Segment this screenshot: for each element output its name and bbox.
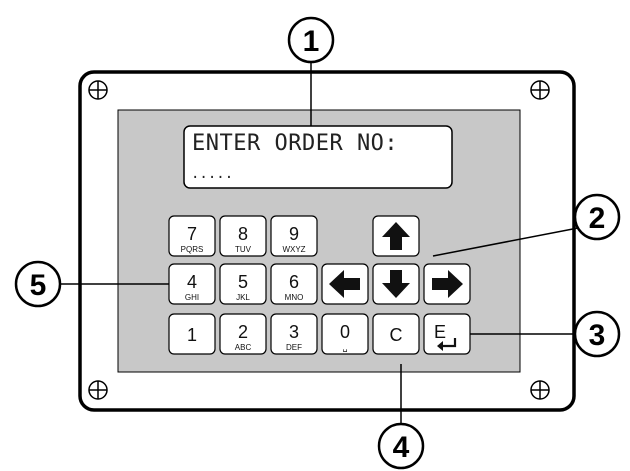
callout-2-leader xyxy=(432,227,579,257)
display-line-2: ..... xyxy=(191,166,233,182)
screw-icon xyxy=(88,80,108,100)
key-3[interactable]: 3 DEF xyxy=(270,313,318,355)
callout-5-number: 5 xyxy=(30,269,47,302)
key-9-label: 9 xyxy=(289,224,299,244)
space-icon: ␣ xyxy=(342,343,347,352)
key-0[interactable]: 0 ␣ xyxy=(321,313,369,355)
key-4-label: 4 xyxy=(187,272,197,292)
key-1-label: 1 xyxy=(187,325,197,345)
key-2[interactable]: 2 ABC xyxy=(219,313,267,355)
key-7-label: 7 xyxy=(187,224,197,244)
key-0-label: 0 xyxy=(340,322,350,342)
arrow-right-key[interactable] xyxy=(423,263,471,305)
key-5[interactable]: 5 JKL xyxy=(219,263,267,305)
enter-key-label: E xyxy=(434,322,446,342)
key-3-label: 3 xyxy=(289,322,299,342)
enter-return-arrowhead xyxy=(437,341,443,351)
clear-key-label: C xyxy=(390,325,403,345)
key-4-letters: GHI xyxy=(185,293,199,302)
key-6-letters: MNO xyxy=(285,293,304,302)
enter-return-icon xyxy=(441,338,457,348)
arrow-left-icon xyxy=(329,270,360,298)
callout-3-number: 3 xyxy=(589,319,606,352)
key-1[interactable]: 1 xyxy=(168,313,216,355)
arrow-left-key[interactable] xyxy=(321,263,369,305)
callout-1: 1 xyxy=(287,16,335,64)
enter-key[interactable]: E xyxy=(423,313,471,355)
arrow-down-icon xyxy=(382,270,410,298)
key-5-label: 5 xyxy=(238,272,248,292)
key-9-letters: WXYZ xyxy=(282,245,305,254)
key-4[interactable]: 4 GHI xyxy=(168,263,216,305)
key-2-label: 2 xyxy=(238,322,248,342)
key-8[interactable]: 8 TUV xyxy=(219,215,267,257)
display-line-1: ENTER ORDER NO: xyxy=(192,131,398,156)
clear-key[interactable]: C xyxy=(372,313,420,355)
key-8-letters: TUV xyxy=(235,245,252,254)
screw-icon xyxy=(88,380,108,400)
key-7[interactable]: 7 PQRS xyxy=(168,215,216,257)
arrow-up-key[interactable] xyxy=(372,215,420,257)
callout-4-number: 4 xyxy=(393,431,410,464)
key-2-letters: ABC xyxy=(235,343,252,352)
arrow-up-icon xyxy=(382,222,410,250)
key-8-label: 8 xyxy=(238,224,248,244)
key-6[interactable]: 6 MNO xyxy=(270,263,318,305)
arrow-right-icon xyxy=(432,270,463,298)
screw-icon xyxy=(530,80,550,100)
callout-2: 2 xyxy=(573,193,621,241)
key-9[interactable]: 9 WXYZ xyxy=(270,215,318,257)
lcd-display xyxy=(183,125,453,189)
callout-4: 4 xyxy=(377,422,425,470)
callout-5: 5 xyxy=(14,260,62,308)
key-7-letters: PQRS xyxy=(181,245,204,254)
screw-icon xyxy=(530,380,550,400)
callout-1-number: 1 xyxy=(303,25,320,58)
key-6-label: 6 xyxy=(289,272,299,292)
key-3-letters: DEF xyxy=(286,343,302,352)
callout-3: 3 xyxy=(573,310,621,358)
key-5-letters: JKL xyxy=(236,293,250,302)
callout-2-number: 2 xyxy=(589,202,606,235)
arrow-down-key[interactable] xyxy=(372,263,420,305)
